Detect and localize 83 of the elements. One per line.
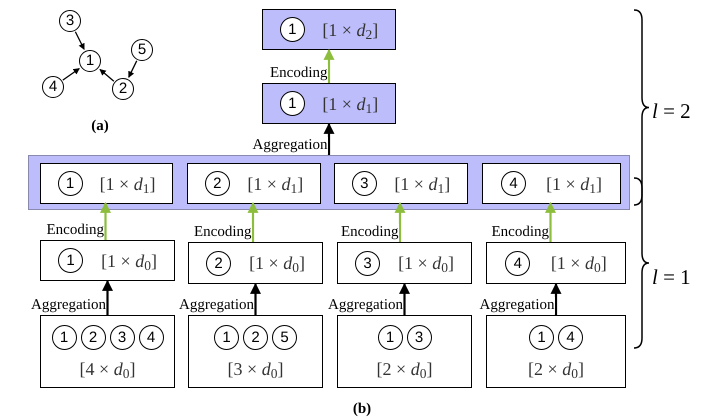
neighbor-box: [40, 315, 175, 388]
edge-label: Encoding: [270, 65, 328, 82]
arrow: [74, 31, 85, 50]
circled-number: 2: [206, 250, 232, 276]
circled-number: 1: [529, 325, 554, 350]
dimension-text: [3 × d$_{0}$]: [228, 360, 284, 378]
neighbor-box: [337, 315, 472, 388]
feature-box: [40, 163, 173, 204]
neighbor-box: [486, 315, 626, 388]
circled-number: 4: [505, 250, 530, 276]
dimension-text: [1 × d$_{1}$]: [247, 174, 304, 192]
circled-number: 3: [406, 325, 432, 350]
neighbor-box: [188, 315, 323, 388]
circled-number: 3: [352, 171, 377, 196]
feature-box: [334, 163, 468, 204]
dimension-text: [1 × d$_{1}$]: [100, 174, 156, 192]
circled-number: 4: [138, 325, 164, 350]
graph-node: 4: [42, 76, 64, 98]
circled-number: 4: [558, 325, 583, 350]
panel-label: (a): [91, 117, 109, 136]
circled-number: 2: [204, 171, 230, 196]
edge-label: Encoding: [194, 224, 252, 241]
edge-label: Aggregation: [31, 297, 106, 314]
arrow: [324, 48, 334, 83]
dimension-text: [1 × d$_{1}$]: [546, 174, 602, 192]
graph-node: 5: [131, 39, 153, 61]
circled-number: 1: [214, 325, 239, 350]
arrow: [128, 60, 138, 78]
graph-node: 2: [112, 78, 134, 100]
feature-box: [262, 9, 396, 50]
dimension-text: [1 × d$_{0}$]: [398, 254, 454, 272]
feature-box: [187, 163, 321, 204]
arrow: [545, 202, 556, 242]
circled-number: 1: [58, 248, 84, 273]
circled-number: 2: [80, 325, 106, 350]
arrow: [99, 68, 114, 82]
arrow: [324, 122, 334, 155]
graph-node: 3: [59, 10, 81, 32]
circled-number: 4: [501, 171, 526, 196]
feature-box: [40, 240, 175, 281]
feature-box: [262, 83, 396, 124]
layer-band: [28, 155, 630, 210]
dimension-text: [1 × d$_{1}$]: [322, 94, 378, 112]
arrow: [399, 282, 410, 315]
edge-label: Aggregation: [328, 297, 403, 314]
dimension-text: [2 × d$_{0}$]: [528, 360, 584, 378]
edge-label: Encoding: [46, 222, 104, 239]
arrow: [550, 282, 562, 315]
panel-label: (b): [352, 400, 372, 418]
circled-number: 5: [272, 325, 297, 350]
edge-label: Encoding: [492, 224, 549, 241]
feature-box: [337, 242, 472, 284]
circled-number: 2: [243, 325, 268, 350]
circled-number: 3: [355, 250, 380, 276]
graph-node: 1: [79, 50, 101, 72]
dimension-text: [2 × d$_{0}$]: [376, 360, 432, 378]
dimension-text: [1 × d$_{1}$]: [394, 174, 450, 192]
arrow: [248, 202, 258, 242]
arrow: [250, 282, 261, 315]
layer-label: l = 1: [652, 264, 691, 291]
circled-number: 1: [378, 325, 402, 350]
arrow: [102, 280, 113, 315]
feature-box: [482, 163, 621, 204]
arrow: [100, 202, 111, 240]
circled-number: 1: [52, 325, 76, 350]
arrow: [394, 202, 406, 242]
edge-label: Aggregation: [179, 297, 254, 314]
circled-number: 1: [280, 17, 305, 42]
feature-box: [188, 242, 323, 284]
arrow: [62, 68, 80, 81]
dimension-text: [1 × d$_{2}$]: [322, 20, 378, 38]
dimension-text: [4 × d$_{0}$]: [80, 360, 136, 378]
dimension-text: [1 × d$_{0}$]: [249, 254, 305, 272]
edge-label: Encoding: [341, 224, 398, 241]
dimension-text: [1 × d$_{0}$]: [101, 252, 157, 270]
edge-label: Aggregation: [252, 137, 328, 154]
circled-number: 1: [280, 91, 305, 116]
feature-box: [486, 242, 626, 284]
edge-label: Aggregation: [480, 297, 554, 314]
circled-number: 3: [110, 325, 134, 350]
circled-number: 1: [58, 171, 83, 196]
dimension-text: [1 × d$_{0}$]: [550, 254, 607, 272]
layer-label: l = 2: [652, 98, 691, 125]
